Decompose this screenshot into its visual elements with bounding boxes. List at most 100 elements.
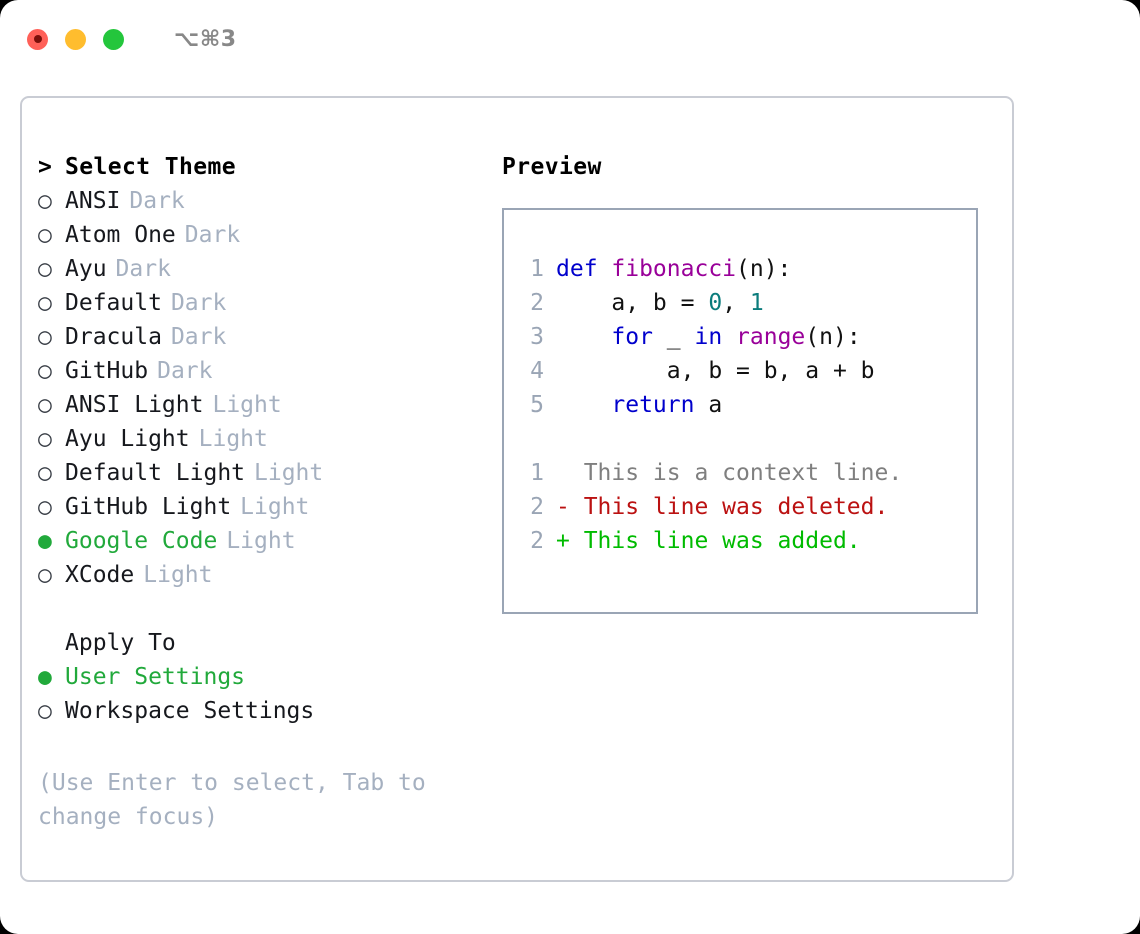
diff-line: 1 This is a context line. xyxy=(518,456,976,490)
code-line: 2 a, b = 0, 1 xyxy=(518,286,976,320)
radio-unselected-icon: ○ xyxy=(38,324,52,350)
code-token-plain: a, b = b, a + b xyxy=(556,358,875,384)
code-token-plain: (n): xyxy=(736,256,792,282)
diff-line-text-add: + This line was added. xyxy=(556,528,861,554)
radio-unselected-icon: ○ xyxy=(38,188,52,214)
radio-selected-icon: ● xyxy=(38,664,52,690)
code-token-plain: , xyxy=(722,290,750,316)
radio-unselected-icon: ○ xyxy=(38,494,52,520)
code-line-content: def fibonacci(n): xyxy=(556,252,791,286)
apply-to-label: User Settings xyxy=(65,664,246,690)
code-line: 1 def fibonacci(n): xyxy=(518,252,976,286)
theme-name-label: GitHub Light xyxy=(65,494,232,520)
code-token-plain xyxy=(722,324,736,350)
minimize-icon[interactable] xyxy=(65,28,86,50)
code-token-plain: (n): xyxy=(805,324,861,350)
diff-line-text-ctx: This is a context line. xyxy=(556,460,903,486)
code-line-content: return a xyxy=(556,388,722,422)
theme-name-label: Google Code xyxy=(65,528,218,554)
code-token-plain: _ xyxy=(652,324,695,350)
diff-sample: 1 This is a context line. 2 - This line wa… xyxy=(518,456,976,558)
list-spacer xyxy=(38,592,478,626)
theme-list-header: > Select Theme xyxy=(38,150,478,184)
theme-variant-label: Dark xyxy=(184,222,241,248)
theme-name-label: Atom One xyxy=(65,222,176,248)
radio-unselected-icon: ○ xyxy=(38,698,52,724)
code-token-kw: for xyxy=(611,324,653,350)
theme-name-label: Default xyxy=(65,290,162,316)
theme-variant-label: Light xyxy=(143,562,213,588)
code-line: 3 for _ in range(n): xyxy=(518,320,976,354)
theme-variant-label: Light xyxy=(198,426,268,452)
radio-unselected-icon: ○ xyxy=(38,256,52,282)
theme-variant-label: Light xyxy=(240,494,310,520)
radio-unselected-icon: ○ xyxy=(38,358,52,384)
diff-line-number: 2 xyxy=(530,528,544,554)
diff-line: 2 + This line was added. xyxy=(518,524,976,558)
radio-unselected-icon: ○ xyxy=(38,426,52,452)
theme-list-item[interactable]: ○ Atom One Dark xyxy=(38,218,478,252)
theme-list-item[interactable]: ○ GitHub Dark xyxy=(38,354,478,388)
code-line-number: 5 xyxy=(530,392,544,418)
theme-list-item[interactable]: ○ GitHub Light Light xyxy=(38,490,478,524)
code-token-num: 0 xyxy=(708,290,723,316)
theme-list-item[interactable]: ○ XCode Light xyxy=(38,558,478,592)
maximize-icon[interactable] xyxy=(103,28,124,50)
code-token-kw: def xyxy=(556,256,612,282)
apply-to-item[interactable]: ● User Settings xyxy=(38,660,478,694)
diff-line: 2 - This line was deleted. xyxy=(518,490,976,524)
code-token-num: 1 xyxy=(749,290,764,316)
code-line-number: 3 xyxy=(530,324,544,350)
code-token-plain: a, b = xyxy=(556,290,709,316)
apply-to-header: Apply To xyxy=(38,626,478,660)
diff-line-text-del: - This line was deleted. xyxy=(556,494,889,520)
code-token-fn: fibonacci xyxy=(611,256,737,282)
theme-name-label: Ayu xyxy=(65,256,107,282)
code-token-kw: return xyxy=(611,392,695,418)
code-line-number: 4 xyxy=(530,358,544,384)
theme-name-label: Dracula xyxy=(65,324,162,350)
apply-to-item[interactable]: ○ Workspace Settings xyxy=(38,694,478,728)
apply-to-marker-placeholder xyxy=(38,626,65,660)
close-icon[interactable] xyxy=(27,28,48,50)
radio-unselected-icon: ○ xyxy=(38,222,52,248)
code-diff-spacer xyxy=(518,422,976,456)
code-token-plain xyxy=(556,392,611,418)
radio-selected-icon: ● xyxy=(38,528,52,554)
diff-line-number: 2 xyxy=(530,494,544,520)
code-token-fn: range xyxy=(736,324,806,350)
theme-variant-label: Dark xyxy=(157,358,213,384)
theme-variant-label: Dark xyxy=(115,256,171,282)
apply-to-title: Apply To xyxy=(65,630,176,656)
apply-to-label: Workspace Settings xyxy=(65,698,315,724)
theme-list-item[interactable]: ○ Ayu Dark xyxy=(38,252,478,286)
theme-name-label: XCode xyxy=(65,562,135,588)
radio-unselected-icon: ○ xyxy=(38,392,52,418)
radio-unselected-icon: ○ xyxy=(38,562,52,588)
theme-name-label: ANSI xyxy=(65,188,121,214)
caret-icon: > xyxy=(38,154,52,180)
theme-name-label: GitHub xyxy=(65,358,149,384)
traffic-lights xyxy=(27,28,124,50)
code-line-number: 2 xyxy=(530,290,544,316)
code-token-kw: in xyxy=(694,324,723,350)
code-line-content: for _ in range(n): xyxy=(556,320,861,354)
code-line-number: 1 xyxy=(530,256,544,282)
apply-to-list: ● User Settings ○ Workspace Settings xyxy=(38,660,478,728)
radio-unselected-icon: ○ xyxy=(38,460,52,486)
code-line-content: a, b = 0, 1 xyxy=(556,286,764,320)
title-bar: ⌥⌘3 xyxy=(0,0,1140,78)
